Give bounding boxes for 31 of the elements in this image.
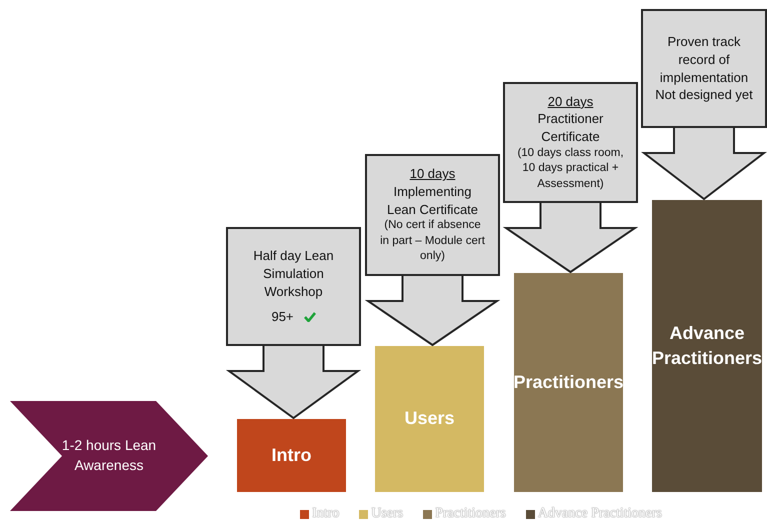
chevron-label: 1-2 hours Lean Awareness <box>60 436 158 475</box>
callout-box <box>365 154 500 276</box>
level-bar <box>237 419 346 492</box>
level-label: Users <box>404 407 455 430</box>
legend-label: Advance Practitioners <box>538 506 662 522</box>
callout-text: Half day Lean Simulation Workshop <box>252 247 335 300</box>
note-text: (10 days class room, 10 days practical + Assessment) <box>517 146 624 192</box>
block-arrow <box>226 344 362 420</box>
note-text: (No cert if absence in part – Module cert only) <box>379 218 486 264</box>
level-label: Advance Practitioners <box>652 322 762 370</box>
duration-label: 20 days <box>548 92 594 110</box>
legend-label: Users <box>371 506 404 522</box>
callout-text: Implementing Lean Certificate <box>386 182 480 218</box>
callout-text: Practitioner Certificate <box>536 110 604 146</box>
legend-label: Intro <box>312 506 340 522</box>
level-bar <box>652 200 762 492</box>
level-bar <box>514 273 623 492</box>
legend-label: Practitioners <box>435 506 506 522</box>
block-arrow <box>364 274 500 346</box>
level-label: Intro <box>272 444 312 467</box>
block-arrow <box>641 126 767 200</box>
callout-box <box>226 227 361 346</box>
duration-label: 10 days <box>410 165 456 183</box>
block-arrow <box>502 201 638 274</box>
level-label: Practitioners <box>513 370 624 394</box>
callout-box <box>503 82 638 203</box>
callout-box <box>641 9 767 128</box>
chevron-arrow <box>10 401 208 511</box>
count-label: 95+ <box>271 308 294 326</box>
level-bar <box>375 346 484 492</box>
callout-text: Proven track record of implementation Not designed yet <box>655 33 753 104</box>
